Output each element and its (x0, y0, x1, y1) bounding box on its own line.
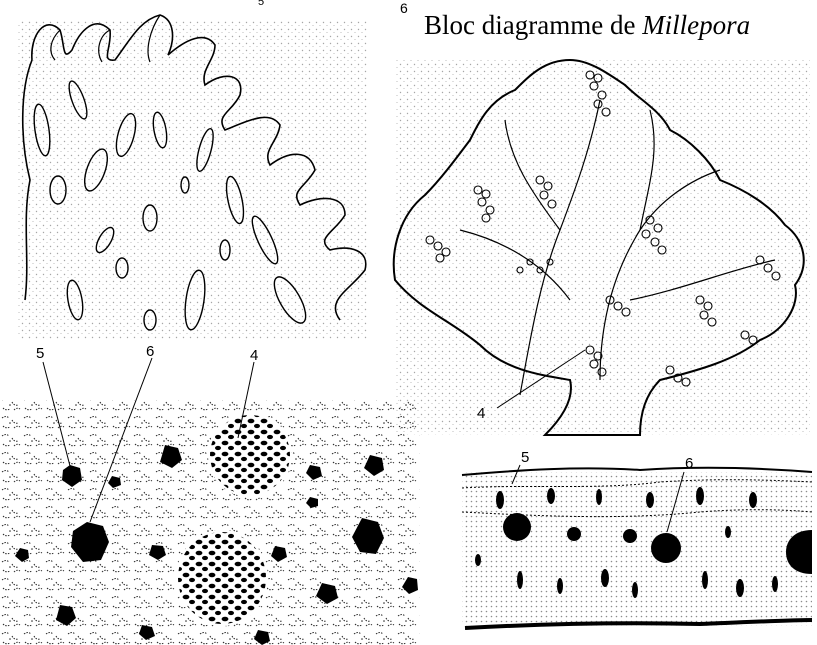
gastropore-center (651, 533, 681, 563)
gastropore-left (503, 513, 531, 541)
label-section-gastrozooid: 6 (685, 455, 693, 472)
crust-surface-view: 5 6 4 (0, 343, 420, 645)
colony-drawing (394, 60, 810, 435)
label-crust-gastrozooid: 4 (250, 347, 258, 364)
label-crust-dactylozooid: 5 (36, 345, 44, 362)
label-section-dactylozooid: 5 (521, 449, 529, 466)
label-colony-cluster: 4 (477, 405, 485, 422)
label-crust-gastrozooid-pore: 6 (146, 343, 154, 360)
colony-stipple (395, 60, 810, 435)
branch-stipple-overlay (18, 20, 368, 340)
crust-section-view: 5 6 (462, 449, 812, 628)
